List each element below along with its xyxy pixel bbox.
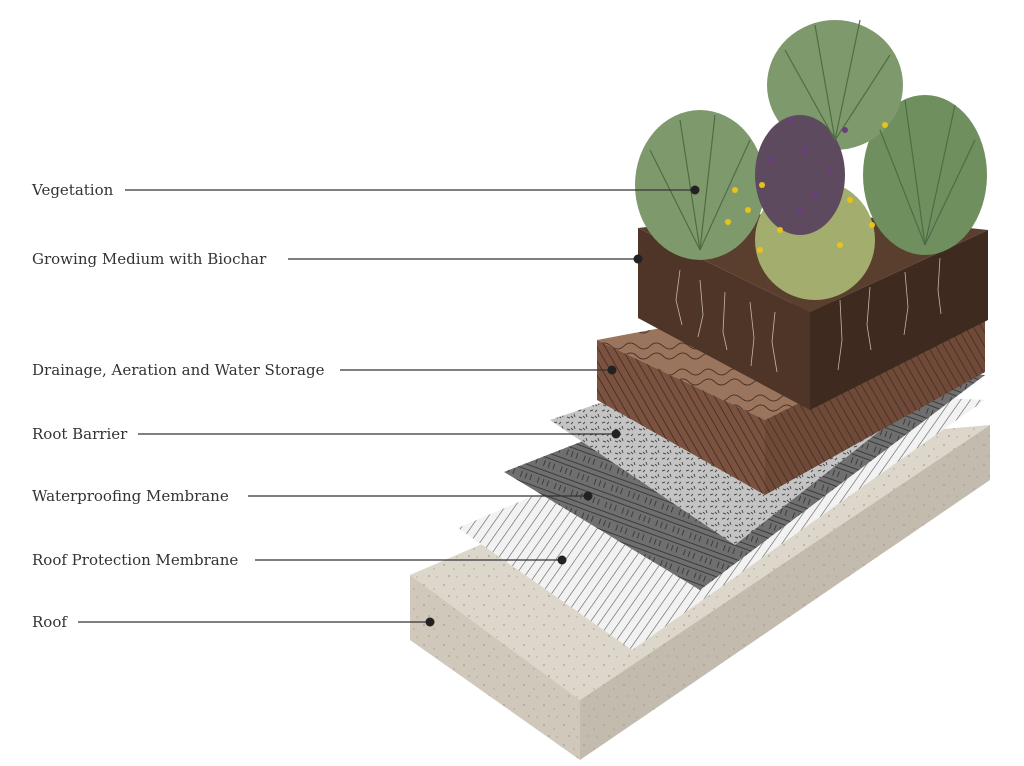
leader-dot-protection — [557, 555, 567, 565]
label-roof: Roof — [32, 613, 67, 631]
label-growing-medium: Growing Medium with Biochar — [32, 250, 267, 268]
leader-dot-growing-medium — [633, 254, 643, 264]
label-root-barrier: Root Barrier — [32, 425, 128, 443]
label-waterproofing: Waterproofing Membrane — [32, 487, 229, 505]
vegetation-plants — [635, 19, 987, 300]
leader-dot-roof — [425, 617, 435, 627]
leader-dots — [425, 185, 700, 627]
label-vegetation: Vegetation — [32, 181, 114, 199]
leader-dot-vegetation — [690, 185, 700, 195]
label-drainage: Drainage, Aeration and Water Storage — [32, 361, 325, 379]
label-protection: Roof Protection Membrane — [32, 551, 239, 569]
leader-lines — [78, 189, 695, 623]
leader-dot-drainage — [607, 365, 617, 375]
leader-dot-waterproofing — [583, 491, 593, 501]
leader-dot-root-barrier — [611, 429, 621, 439]
